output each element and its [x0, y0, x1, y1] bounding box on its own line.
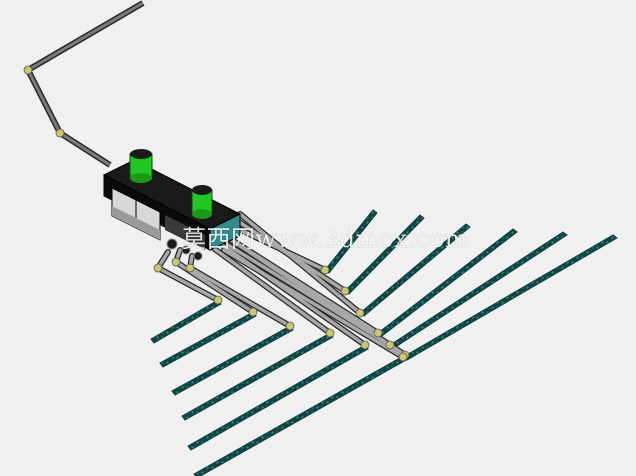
heating-loop [389, 231, 568, 349]
loop-fittings [153, 257, 410, 362]
valve-cap [191, 185, 213, 219]
heating-loop [193, 354, 409, 476]
elbow-fitting [23, 65, 65, 138]
heating-loop [359, 223, 471, 317]
heating-loop [181, 332, 334, 421]
heating-loop [187, 344, 369, 451]
heating-loop [324, 209, 378, 274]
valve-cap [129, 149, 153, 183]
heating-loop [171, 325, 294, 396]
feeder-pipes [155, 211, 408, 360]
heating-loop [159, 311, 257, 368]
manifold-unit [102, 159, 242, 261]
heating-loop [344, 214, 425, 295]
supply-pipe [25, 0, 145, 168]
heating-loop [150, 299, 222, 344]
heating-loops [150, 209, 618, 476]
